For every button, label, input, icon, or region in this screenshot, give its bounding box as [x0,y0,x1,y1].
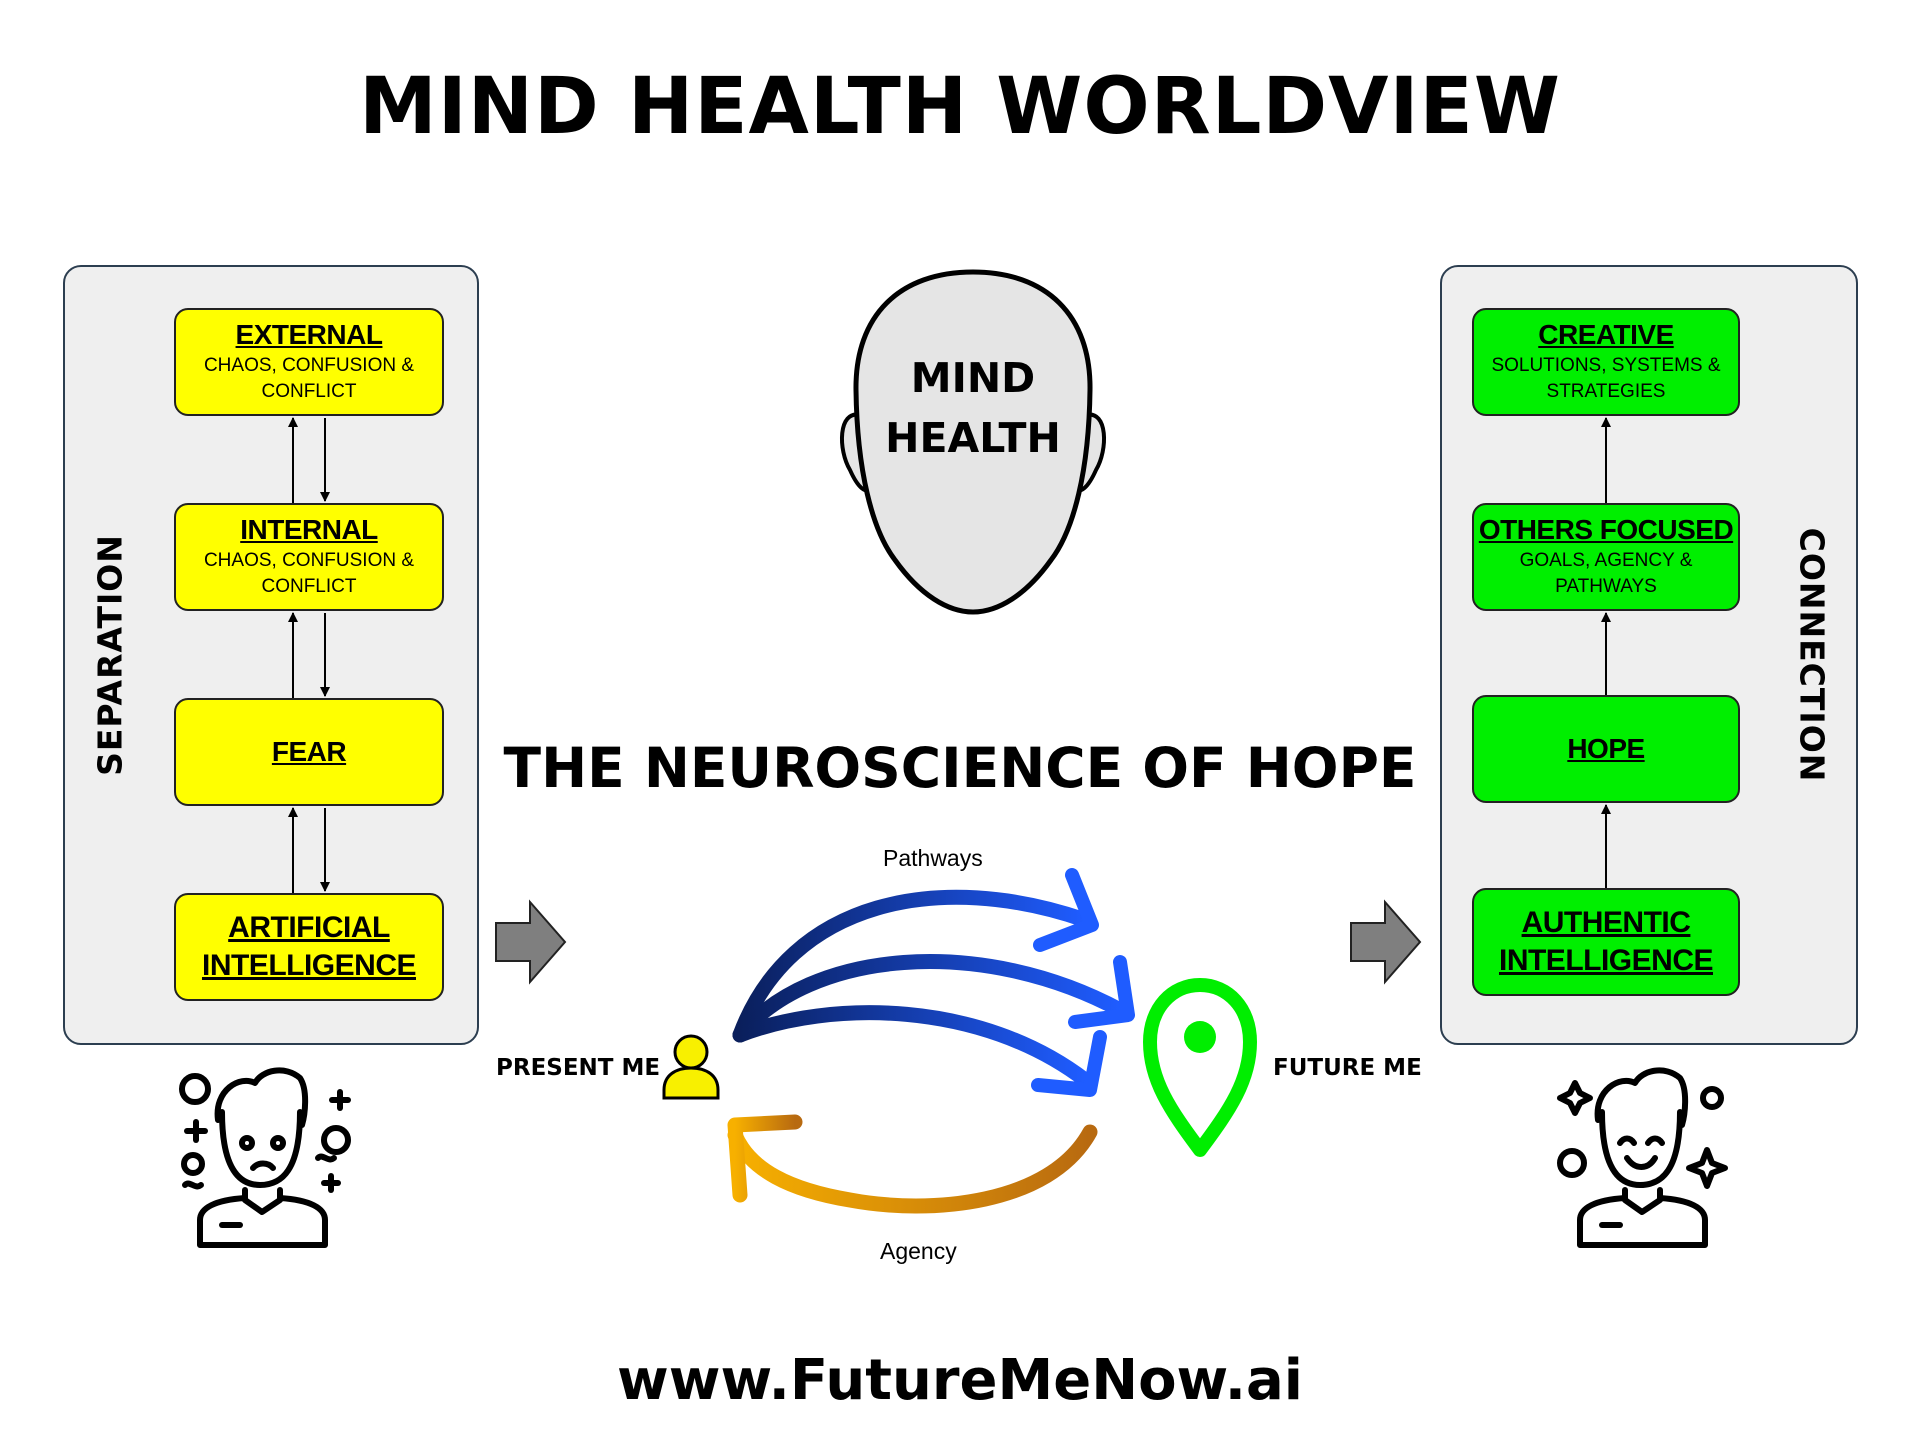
agency-arrow [727,1114,1098,1214]
card-subtitle-line: CONFLICT [261,381,357,402]
card-subtitle-line: CHAOS, CONFUSION & [203,355,415,376]
card-title: CREATIVE [1538,319,1674,350]
head-icon [840,269,1106,615]
future-me-label: FUTURE ME [1273,1055,1422,1081]
card-artificial-intelligence: ARTIFICIAL INTELLIGENCE [174,893,444,1001]
worried-person-icon [179,1067,351,1248]
mind-health-line: HEALTH [885,414,1061,462]
card-title: INTELLIGENCE [1498,944,1714,977]
card-title: ARTIFICIAL [228,911,390,944]
card-subtitle: SOLUTIONS, SYSTEMS & STRATEGIES [1491,353,1720,405]
card-subtitle: CHAOS, CONFUSION & CONFLICT [204,548,414,600]
footer-url[interactable]: www.FutureMeNow.ai [617,1348,1303,1413]
left-connectors [288,417,330,893]
present-me-label: PRESENT ME [496,1055,661,1081]
pathways-arrows [732,889,1128,1088]
pathways-arrowheads [1031,868,1135,1097]
neuroscience-title: THE NEUROSCIENCE OF HOPE [503,736,1417,800]
agency-label: Agency [880,1238,957,1264]
card-subtitle: GOALS, AGENCY & PATHWAYS [1520,548,1693,600]
card-hope: HOPE [1472,695,1740,803]
pathways-label: Pathways [883,845,983,871]
card-internal: INTERNAL CHAOS, CONFUSION & CONFLICT [174,503,444,611]
card-external: EXTERNAL CHAOS, CONFUSION & CONFLICT [174,308,444,416]
card-title: HOPE [1567,733,1645,764]
card-creative: CREATIVE SOLUTIONS, SYSTEMS & STRATEGIES [1472,308,1740,416]
card-title: OTHERS FOCUSED [1478,514,1734,545]
card-subtitle-line: CHAOS, CONFUSION & [203,550,415,571]
card-subtitle-line: CONFLICT [261,576,357,597]
page-title: MIND HEALTH WORLDVIEW [359,62,1561,152]
card-authentic-intelligence: AUTHENTIC INTELLIGENCE [1472,888,1740,996]
card-title: INTERNAL [240,514,378,545]
card-others-focused: OTHERS FOCUSED GOALS, AGENCY & PATHWAYS [1472,503,1740,611]
card-title: FEAR [271,736,347,767]
card-title: EXTERNAL [235,319,383,350]
happy-person-icon [1557,1067,1728,1248]
card-subtitle-line: SOLUTIONS, SYSTEMS & [1491,355,1721,376]
person-icon [662,1034,720,1100]
mind-health-text: MIND HEALTH [873,348,1073,468]
location-pin-icon [1143,978,1257,1157]
card-subtitle-line: PATHWAYS [1555,576,1657,597]
card-subtitle-line: GOALS, AGENCY & [1519,550,1693,571]
mind-health-line: MIND [910,354,1036,402]
card-title: AUTHENTIC [1521,906,1691,939]
gray-arrow-right [1350,899,1422,985]
card-subtitle: CHAOS, CONFUSION & CONFLICT [204,353,414,405]
card-subtitle-line: STRATEGIES [1546,381,1666,402]
card-title: INTELLIGENCE [201,949,417,982]
card-fear: FEAR [174,698,444,806]
gray-arrow-left [495,899,567,985]
